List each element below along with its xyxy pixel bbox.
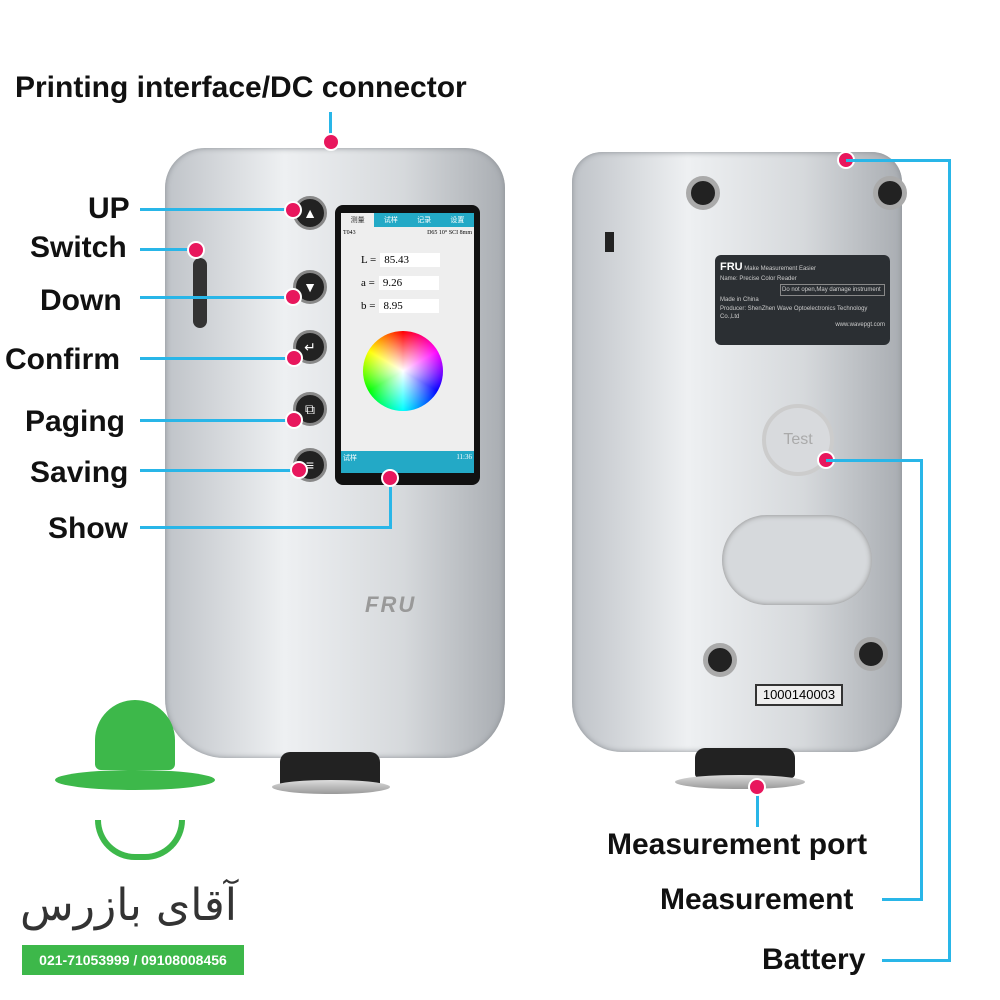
hat-icon — [95, 700, 175, 770]
hat-brim-icon — [55, 770, 215, 790]
back-device-body — [572, 152, 902, 752]
color-wheel — [363, 331, 443, 411]
device-label-plate: FRU Make Measurement Easier Name: Precis… — [715, 255, 890, 345]
logo-phone: 021-71053999 / 09108008456 — [22, 945, 244, 975]
battery-cover[interactable] — [722, 515, 872, 605]
label-battery: Battery — [762, 943, 866, 976]
switch-slider[interactable] — [193, 258, 207, 328]
label-show: Show — [48, 512, 128, 545]
test-button-label: Test — [783, 431, 813, 448]
screen-tab: 设置 — [450, 216, 465, 224]
mustache-icon — [95, 820, 185, 860]
label-name: Name: Precise Color Reader — [720, 276, 797, 283]
label-brand: FRU — [720, 261, 743, 273]
l-label: L = — [361, 254, 377, 266]
callout-dot — [285, 411, 303, 429]
back-measurement-port — [695, 748, 795, 778]
screw — [873, 176, 907, 210]
a-value: 9.26 — [378, 276, 439, 290]
screen-footer: 试样 — [343, 454, 357, 462]
label-saving: Saving — [30, 456, 129, 489]
callout-dot — [285, 349, 303, 367]
callout-dot — [381, 469, 399, 487]
brand-logo: FRU — [365, 592, 417, 617]
screen-tab: 测量 — [341, 213, 375, 227]
back-port-base — [675, 775, 805, 789]
screen-info-left: T043 — [343, 230, 356, 236]
label-made: Made in China — [720, 297, 759, 304]
callout-dot — [290, 461, 308, 479]
label-printing-interface: Printing interface/DC connector — [15, 71, 467, 104]
label-switch: Switch — [30, 231, 127, 264]
front-port-base — [272, 780, 390, 794]
label-producer: Producer: ShenZhen Wave Optoelectronics … — [720, 305, 868, 320]
label-down: Down — [40, 284, 122, 317]
screen-tab: 记录 — [417, 216, 432, 224]
label-up: UP — [88, 192, 130, 225]
label-measurement-port: Measurement port — [607, 828, 868, 861]
screw — [686, 176, 720, 210]
callout-dot — [322, 133, 340, 151]
label-confirm: Confirm — [5, 343, 120, 376]
screen-info-right: D65 10° SCI 8mm — [427, 230, 472, 236]
screen-time: 11:36 — [456, 453, 472, 461]
l-value: 85.43 — [380, 253, 441, 267]
a-label: a = — [361, 277, 375, 289]
screw — [854, 637, 888, 671]
label-measurement: Measurement — [660, 883, 854, 916]
serial-sticker: 1000140003 — [755, 684, 843, 706]
logo-name: آقای بازرس — [20, 880, 237, 931]
label-paging: Paging — [25, 405, 126, 438]
label-tagline: Make Measurement Easier — [744, 266, 816, 272]
callout-dot — [748, 778, 766, 796]
callout-dot — [284, 201, 302, 219]
b-value: 8.95 — [379, 299, 440, 313]
b-label: b = — [361, 300, 376, 312]
side-switch — [605, 232, 614, 252]
screw — [703, 643, 737, 677]
paging-button[interactable]: ⧉ — [293, 392, 327, 426]
screen-tab: 试样 — [383, 216, 398, 224]
callout-dot — [187, 241, 205, 259]
callout-dot — [284, 288, 302, 306]
label-url: www.wavepgt.com — [835, 322, 885, 329]
label-warning: Do not open,May damage instrument — [780, 283, 885, 297]
